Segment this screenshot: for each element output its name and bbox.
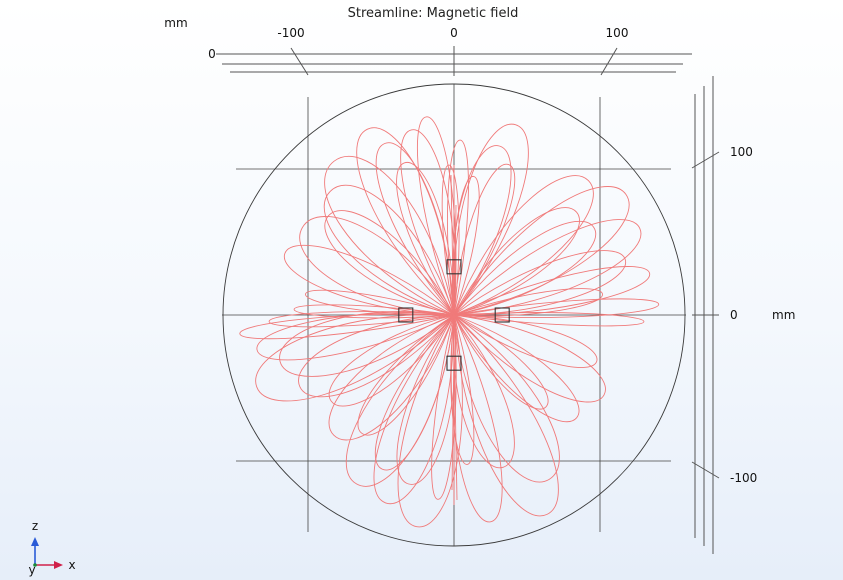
top-tick-label-100: 100 xyxy=(606,26,629,40)
streamline-loop xyxy=(283,244,455,316)
streamline-loop xyxy=(453,314,598,368)
top-tick-label-0: 0 xyxy=(450,26,458,40)
right-tick-label-neg100: -100 xyxy=(730,471,757,485)
streamline-loop xyxy=(453,288,603,317)
triad-z-label: z xyxy=(32,519,38,533)
streamline-loop xyxy=(453,220,597,316)
streamline-loop xyxy=(324,210,455,316)
plot-title: Streamline: Magnetic field xyxy=(348,6,519,21)
streamline-loop xyxy=(298,314,455,398)
streamline-loop xyxy=(396,162,455,316)
streamline-loop xyxy=(450,314,475,465)
coils xyxy=(398,259,510,371)
streamline-loop xyxy=(375,142,455,316)
y-axis-dot xyxy=(33,563,37,567)
streamline-loop xyxy=(324,156,455,316)
streamline-loop xyxy=(441,164,460,316)
right-axis xyxy=(691,76,720,554)
streamlines xyxy=(239,116,660,528)
x-arrow-head xyxy=(54,561,63,569)
streamline-loop xyxy=(373,314,455,505)
streamline-loop xyxy=(453,266,651,316)
coil-right xyxy=(494,307,510,323)
top-axis-zero-label: 0 xyxy=(208,47,216,61)
streamline-loop xyxy=(255,314,455,402)
streamline-loop xyxy=(328,314,455,407)
streamline-loop xyxy=(374,314,455,471)
streamline-loop xyxy=(397,314,463,528)
triad-x-label: x xyxy=(68,558,75,572)
z-arrow-head xyxy=(31,537,39,546)
streamline-loop xyxy=(453,207,580,316)
streamline-loop xyxy=(357,314,455,436)
right-tick-label-100: 100 xyxy=(730,145,753,159)
streamline-loop xyxy=(268,311,455,328)
streamline-loop xyxy=(453,298,660,318)
streamline-loop xyxy=(452,314,515,469)
streamline-loop xyxy=(279,311,455,377)
streamline-loop xyxy=(453,219,642,316)
streamline-loop xyxy=(328,314,455,441)
streamline-loop xyxy=(345,314,455,487)
streamline-loop xyxy=(453,314,560,483)
coil-bottom xyxy=(446,355,462,371)
streamline-loop xyxy=(299,216,455,316)
streamline-loop xyxy=(416,116,457,316)
streamline-loop xyxy=(453,314,606,403)
streamline-loop xyxy=(453,250,626,316)
streamline-loop xyxy=(453,175,594,316)
top-axis xyxy=(216,46,692,76)
streamline-loop xyxy=(356,127,455,316)
streamline-loop xyxy=(453,123,529,316)
coil-top xyxy=(446,259,462,275)
streamline-loop xyxy=(323,184,455,316)
streamline-loop xyxy=(396,314,457,485)
streamline-loop xyxy=(453,314,549,410)
triad-y-label: y xyxy=(28,563,35,577)
streamline-loop xyxy=(447,139,469,316)
right-axis-unit: mm xyxy=(772,308,795,322)
streamline-loop xyxy=(453,163,516,316)
streamline-loop xyxy=(453,312,645,327)
streamline-loop xyxy=(239,313,455,340)
streamline-loop xyxy=(305,289,455,316)
streamline-axial xyxy=(451,204,457,491)
coil-left xyxy=(398,307,414,323)
right-tick-label-0: 0 xyxy=(730,308,738,322)
streamline-loop xyxy=(453,314,580,423)
top-tick-label-neg100: -100 xyxy=(277,26,304,40)
axis-triad: z x y xyxy=(28,519,75,577)
top-axis-unit: mm xyxy=(164,16,187,30)
domain-boundary xyxy=(222,83,686,547)
